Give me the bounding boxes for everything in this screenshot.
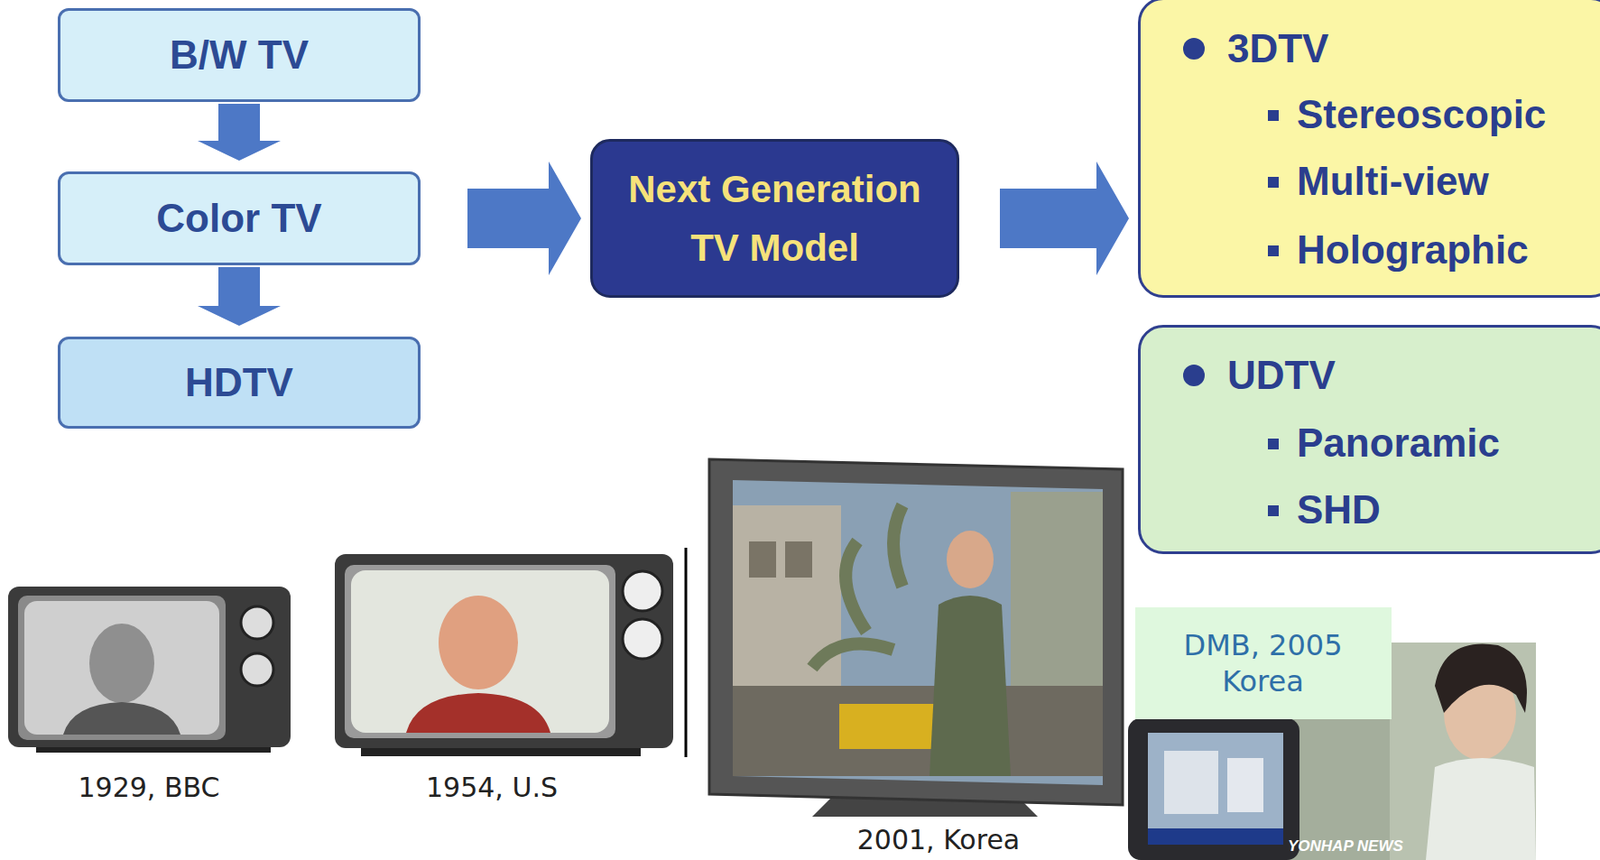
panel-heading: UDTV (1227, 351, 1336, 399)
process-box: HDTV (57, 336, 421, 429)
square-bullet (1267, 438, 1279, 450)
block-arrow (467, 161, 582, 276)
round-bullet (1183, 364, 1205, 387)
old-tv-1954 (334, 554, 674, 757)
square-bullet (1267, 176, 1279, 188)
panel-item: Panoramic (1296, 419, 1500, 467)
square-bullet (1267, 245, 1279, 257)
square-bullet (1267, 110, 1279, 121)
block-arrow (197, 103, 281, 161)
block-arrow (999, 161, 1129, 276)
panel-item: Multi-view (1296, 157, 1490, 205)
year-label: 1929, BBC (77, 772, 220, 805)
panel-item: SHD (1296, 486, 1381, 534)
block-arrow (197, 267, 281, 326)
process-box: B/W TV (57, 8, 421, 102)
panel-heading: 3DTV (1227, 25, 1329, 73)
panel-item: Holographic (1296, 226, 1529, 274)
box-label: Color TV (156, 194, 322, 243)
panel-item: Stereoscopic (1296, 91, 1546, 139)
category-panel: UDTV PanoramicSHD (1137, 324, 1600, 555)
caption-text: DMB, 2005 Korea (1146, 627, 1381, 700)
process-box: Next Generation TV Model (590, 138, 960, 298)
flat-tv-2001 (709, 459, 1123, 817)
divider-line (684, 547, 688, 758)
box-label: HDTV (184, 359, 294, 407)
year-label: 1954, U.S (425, 772, 558, 805)
box-label: Next Generation TV Model (603, 159, 947, 278)
square-bullet (1267, 505, 1279, 517)
photo-credit: YONHAP NEWS (1287, 837, 1404, 856)
year-label: 2001, Korea (857, 824, 1020, 857)
category-panel: 3DTV StereoscopicMulti-viewHolographic (1137, 0, 1600, 298)
round-bullet (1183, 37, 1205, 60)
old-tv-1929 (8, 586, 291, 753)
process-box: Color TV (57, 171, 421, 266)
box-label: B/W TV (169, 31, 309, 80)
caption-box: DMB, 2005 Korea (1135, 607, 1392, 720)
